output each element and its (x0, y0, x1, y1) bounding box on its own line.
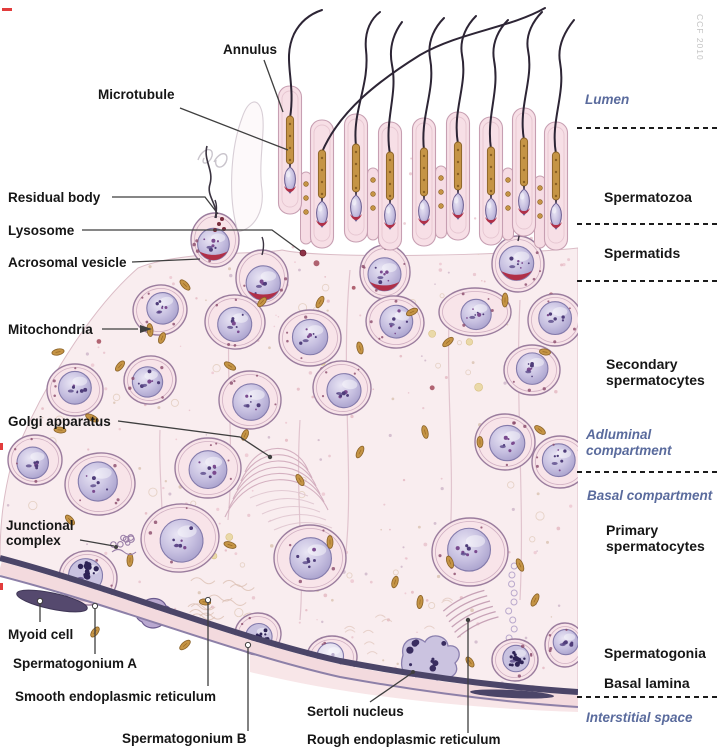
junctional-complex-marks (110, 534, 137, 556)
label-primary-spermatocytes: Primary spermatocytes (606, 522, 705, 555)
label-acrosomal-vesicle: Acrosomal vesicle (8, 255, 127, 270)
label-sertoli-nucleus: Sertoli nucleus (307, 704, 404, 719)
label-junctional-complex: Junctional complex (6, 518, 74, 549)
label-adluminal-compartment: Adluminal compartment (586, 427, 672, 458)
seminiferous-epithelium-illustration (0, 7, 578, 733)
organelle-textures (187, 448, 518, 655)
edge-mark (2, 8, 12, 11)
label-mitochondria: Mitochondria (8, 322, 93, 337)
label-rough-er: Rough endoplasmic reticulum (307, 732, 501, 747)
label-annulus: Annulus (223, 42, 277, 57)
divider-spermatids (577, 280, 719, 282)
label-spermatogonium-a: Spermatogonium A (13, 656, 138, 671)
label-secondary-spermatocytes: Secondary spermatocytes (606, 356, 705, 389)
spermatozoa-row (277, 7, 575, 251)
label-spermatids: Spermatids (604, 245, 681, 261)
divider-compartments (577, 471, 719, 473)
label-spermatozoa: Spermatozoa (604, 189, 692, 205)
label-lysosome: Lysosome (8, 223, 75, 238)
label-golgi-apparatus: Golgi apparatus (8, 414, 111, 429)
basal-lamina-band (0, 555, 578, 712)
label-smooth-er: Smooth endoplasmic reticulum (15, 689, 217, 704)
label-interstitial-space: Interstitial space (586, 710, 693, 725)
ghost-outline (197, 101, 264, 233)
label-spermatogonium-b: Spermatogonium B (122, 731, 247, 746)
label-myoid-cell: Myoid cell (8, 627, 74, 642)
label-microtubule: Microtubule (98, 87, 175, 102)
label-lumen: Lumen (585, 92, 630, 107)
label-basal-lamina: Basal lamina (604, 675, 690, 691)
leader-lines (36, 59, 471, 733)
copyright-watermark: CCF 2010 (695, 14, 705, 61)
divider-basal-lamina (577, 696, 719, 698)
divider-spermatozoa (577, 223, 719, 225)
edge-mark (0, 443, 3, 450)
edge-mark (0, 583, 3, 590)
label-basal-compartment: Basal compartment (587, 488, 713, 503)
divider-lumen (577, 127, 719, 129)
label-spermatogonia: Spermatogonia (604, 645, 706, 661)
label-residual-body: Residual body (8, 190, 101, 205)
